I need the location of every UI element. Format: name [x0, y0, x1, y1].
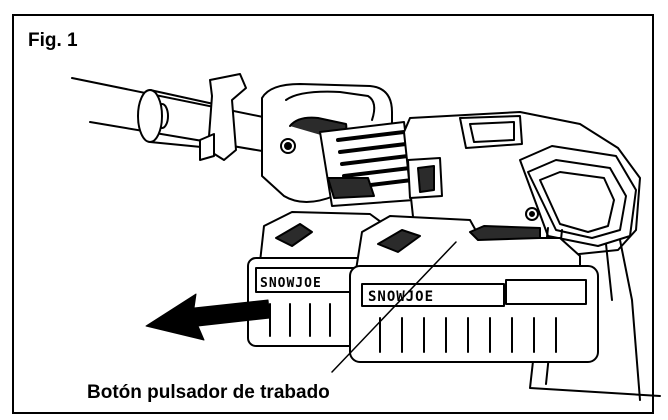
- callout-leader-line: [331, 241, 457, 373]
- shaft-collar: [199, 73, 247, 161]
- callout-label: Botón pulsador de trabado: [87, 382, 330, 403]
- removal-direction-arrow-icon: [145, 293, 271, 341]
- figure-label: Fig. 1: [28, 30, 78, 51]
- battery-rear-brand: SNOWJOE: [260, 276, 322, 291]
- battery-front-brand: SNOWJOE: [368, 289, 434, 305]
- battery-front: [349, 215, 599, 363]
- ribbed-grip: [319, 121, 415, 207]
